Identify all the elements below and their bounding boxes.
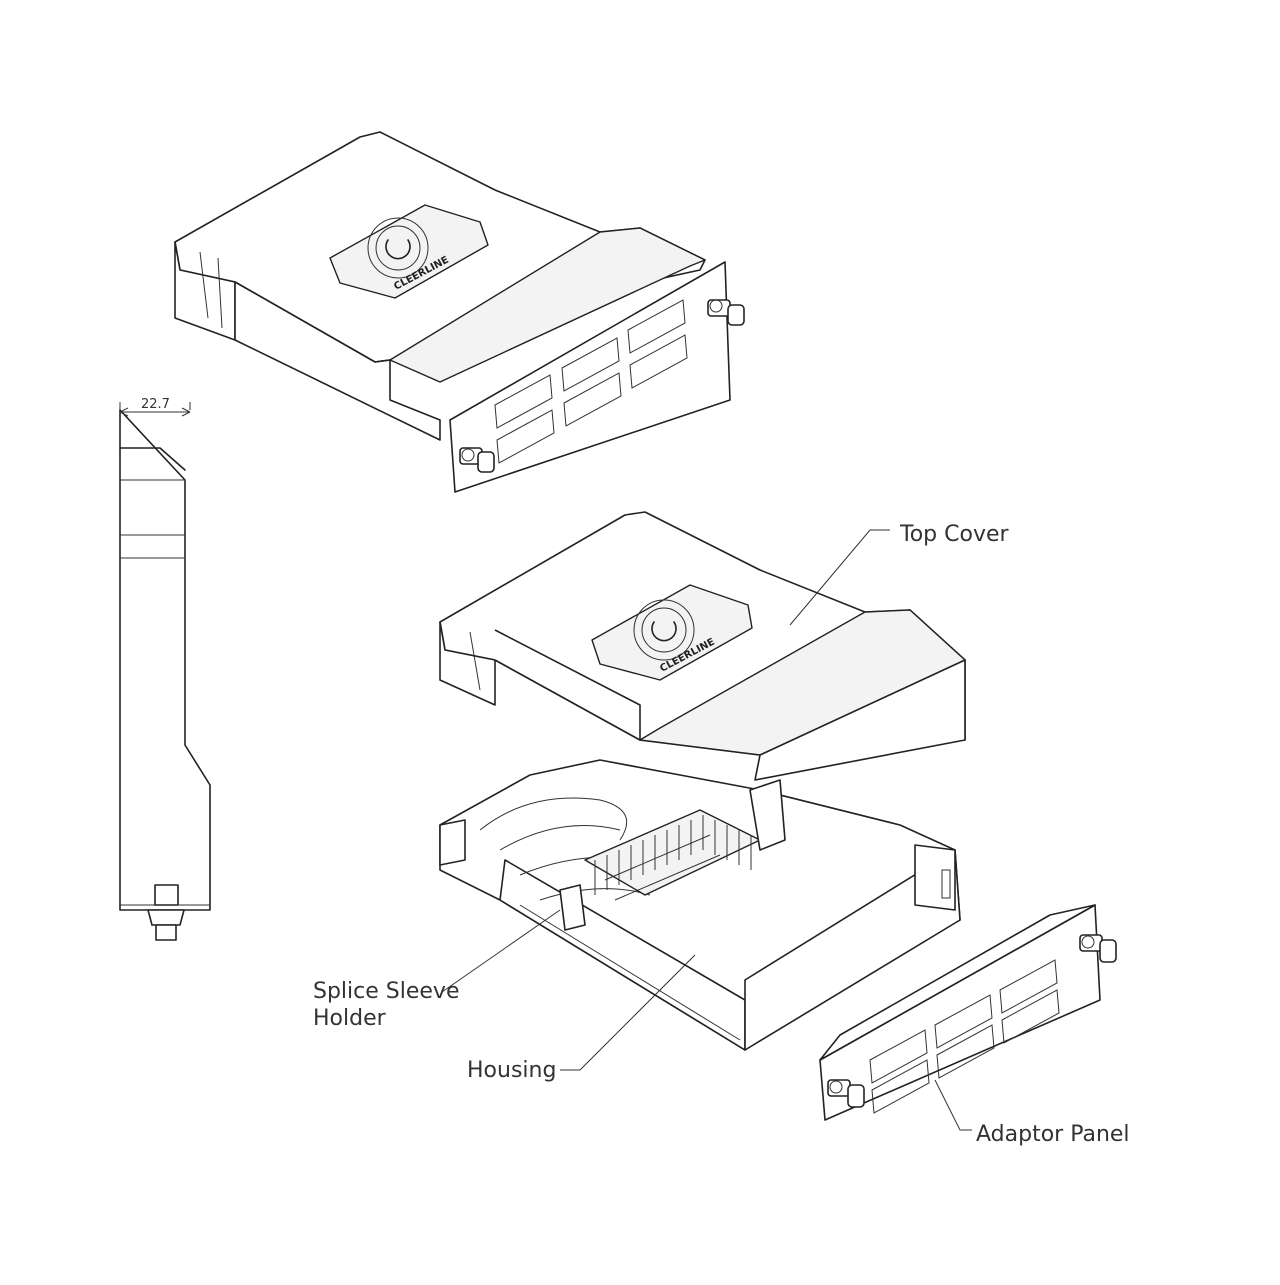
thumb-screw-right (707, 299, 745, 326)
side-view: 22.7 (119, 397, 211, 941)
label-housing: Housing (467, 1058, 556, 1083)
panel-screw-left (827, 1079, 865, 1108)
label-holder: Holder (313, 1006, 387, 1031)
dimension-label: 22.7 (141, 397, 170, 412)
thumb-screw-left (459, 447, 495, 473)
assembled-cassette: CLEERLINE (174, 131, 745, 493)
label-adaptor-panel: Adaptor Panel (976, 1122, 1130, 1147)
label-top-cover: Top Cover (899, 522, 1009, 547)
leader-lines (441, 529, 972, 1131)
housing (439, 759, 961, 1051)
label-splice-sleeve: Splice Sleeve (313, 979, 459, 1004)
adaptor-panel (819, 904, 1117, 1121)
panel-screw-right (1079, 934, 1117, 963)
top-cover: CLEERLINE (439, 511, 966, 781)
